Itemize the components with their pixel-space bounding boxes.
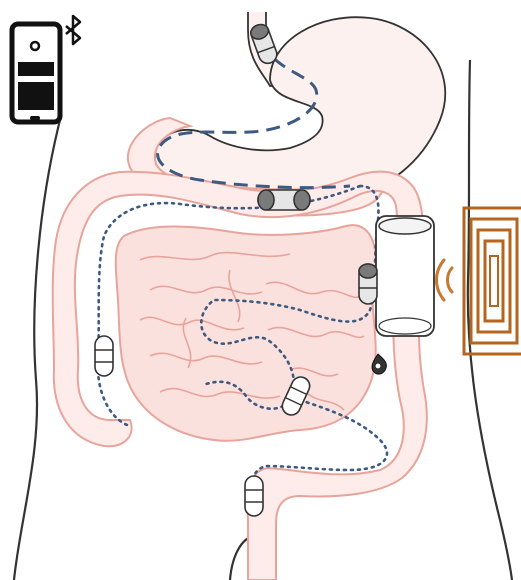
drop-highlight (376, 364, 381, 369)
receiver-device (376, 216, 434, 336)
signal-waves-icon (437, 260, 453, 300)
capsule-ascending (359, 264, 377, 304)
capsule-rectum (245, 476, 263, 516)
capsule-duodenum (258, 190, 310, 210)
small-intestine (116, 225, 376, 441)
bluetooth-icon (66, 16, 80, 44)
smartphone-icon (12, 24, 60, 122)
wireless-coil-icon (464, 208, 521, 354)
capsule-colon-left (95, 336, 113, 376)
